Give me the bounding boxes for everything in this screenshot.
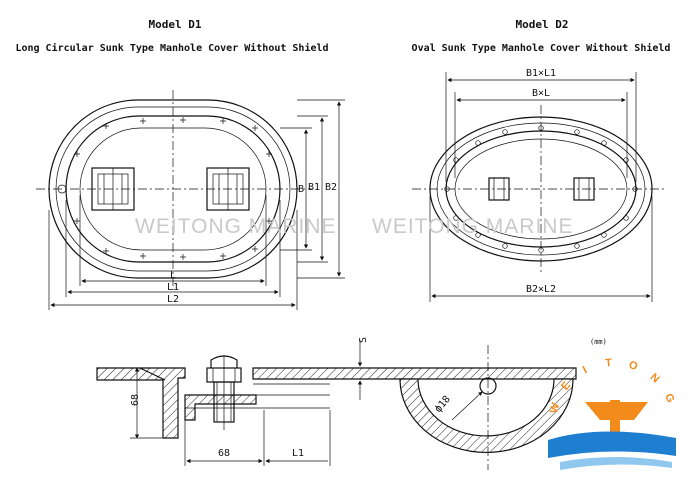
logo-wave (548, 431, 676, 458)
section-bolt (206, 355, 242, 430)
logo-letter: G (662, 392, 676, 405)
logo-wave-light (560, 457, 672, 470)
d1-dim-L1: L1 (167, 282, 179, 293)
d1-dim-B1: B1 (308, 182, 320, 193)
section-dim-phi: ф18 (432, 393, 453, 415)
d1-dim-L2: L2 (167, 294, 179, 305)
d1-dim-L: L (170, 270, 176, 281)
d1-bolt-marks (74, 117, 272, 260)
watermark-text-1: WEITONG MARINE (135, 215, 336, 238)
model-d2-title: Model D2 (516, 18, 569, 31)
section-frame-ring (184, 394, 257, 421)
logo-mast (610, 400, 620, 440)
section-handle-bar (479, 377, 497, 395)
section-cover-plate (252, 367, 577, 380)
model-d1-plan-view: B B1 B2 L L1 L2 (36, 90, 345, 310)
d2-dimensions (429, 72, 653, 302)
d1-dimensions-vertical (280, 99, 345, 279)
d1-dimensions-horizontal (48, 195, 298, 310)
d2-dim-bottom: B2×L2 (526, 284, 556, 295)
model-d1-title: Model D1 (149, 18, 202, 31)
model-d2-plan-view: B1×L1 B×L B2×L2 (412, 68, 666, 302)
model-d1-subtitle: Long Circular Sunk Type Manhole Cover Wi… (15, 42, 328, 54)
d2-dim-top: B1×L1 (526, 68, 556, 79)
section-dim-68-vertical: 68 (130, 394, 141, 406)
logo-letter: O (627, 359, 639, 373)
section-sunk-bowl (399, 378, 574, 454)
d1-dim-B2: B2 (325, 182, 337, 193)
model-d2-subtitle: Oval Sunk Type Manhole Cover Without Shi… (412, 42, 671, 54)
logo-letter: N (648, 371, 662, 385)
section-left-coaming (96, 367, 186, 439)
d2-dim-mid: B×L (532, 88, 550, 99)
logo-letter: I (581, 364, 589, 376)
d1-dim-B: B (298, 184, 304, 195)
logo-letter: T (605, 357, 613, 370)
logo-letter: W (548, 401, 562, 415)
section-dim-S: S (358, 337, 369, 343)
section-unit: (mm) (590, 338, 607, 346)
watermark-text-2: WEITONG MARINE (372, 215, 573, 238)
section-dim-68-horizontal: 68 (218, 448, 230, 459)
section-dim-L1: L1 (292, 448, 304, 459)
section-view: ф18 S 68 68 L1 (mm) (96, 337, 607, 470)
d2-bolt-marks (444, 125, 638, 253)
